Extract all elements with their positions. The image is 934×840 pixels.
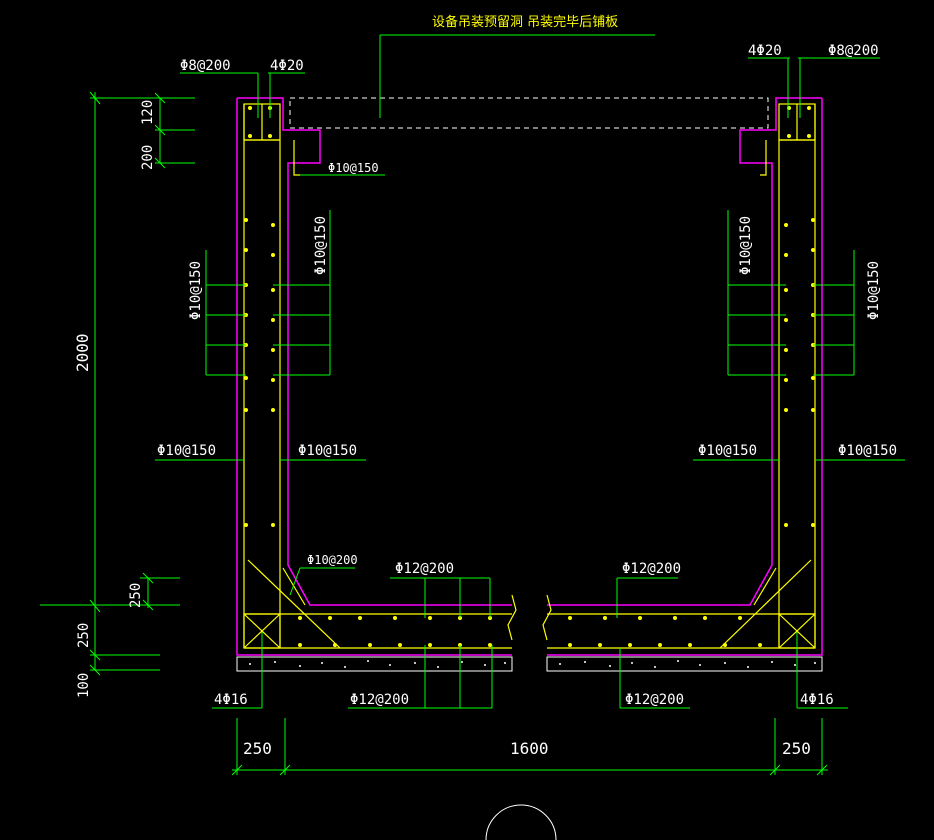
label-left-inner-horizontal: Φ10@150 [298, 443, 357, 459]
label-bottom-top-left: Φ12@200 [395, 561, 454, 577]
label-bottom-bot-left: Φ12@200 [350, 692, 409, 708]
label-bottom-left-corner: 4Φ16 [214, 692, 248, 708]
dim-top-beam: 120 [140, 100, 156, 125]
outline-right-outer [547, 98, 823, 656]
label-top-left-bars: 4Φ20 [270, 58, 304, 74]
equipment-opening [289, 97, 769, 129]
dim-bottom-clear: 1600 [510, 739, 549, 758]
leader-lines [155, 34, 905, 709]
detail-circle [485, 804, 557, 840]
opening-note: 设备吊装预留洞 吊装完毕后铺板 [432, 14, 618, 30]
dim-bottom-left-wall: 250 [243, 739, 272, 758]
label-top-left-stirrup: Φ8@200 [180, 58, 231, 74]
label-bottom-top-right: Φ12@200 [622, 561, 681, 577]
label-bottom-right-corner: 4Φ16 [800, 692, 834, 708]
label-left-outer-horizontal: Φ10@150 [157, 443, 216, 459]
dim-bottom-haunch: 250 [128, 583, 144, 608]
dim-top-haunch: 200 [140, 145, 156, 170]
label-left-outer-vertical: Φ10@150 [188, 261, 204, 320]
rebar-dots [244, 106, 815, 647]
label-top-right-bars: 4Φ20 [748, 43, 782, 59]
label-right-outer-horizontal: Φ10@150 [838, 443, 897, 459]
label-right-outer-vertical: Φ10@150 [866, 261, 882, 320]
outline-top-right [547, 97, 822, 606]
label-right-inner-horizontal: Φ10@150 [698, 443, 757, 459]
dim-cushion: 100 [76, 673, 92, 698]
label-right-inner-vertical: Φ10@150 [738, 216, 754, 275]
dim-bottom-slab: 250 [76, 623, 92, 648]
concrete-outline [236, 97, 823, 656]
label-bottom-bot-right: Φ12@200 [625, 692, 684, 708]
label-haunch-top: Φ10@150 [328, 161, 379, 175]
cushion-layer [236, 656, 823, 672]
rebar-lines [243, 103, 816, 649]
dim-left-total: 2000 [73, 333, 92, 372]
dimension-lines [40, 91, 828, 776]
outline-top-left [237, 97, 512, 606]
dim-bottom-right-wall: 250 [782, 739, 811, 758]
label-top-right-stirrup: Φ8@200 [828, 43, 879, 59]
label-bottom-haunch: Φ10@200 [307, 553, 358, 567]
outline-left-outer [236, 98, 512, 656]
label-left-inner-vertical: Φ10@150 [313, 216, 329, 275]
